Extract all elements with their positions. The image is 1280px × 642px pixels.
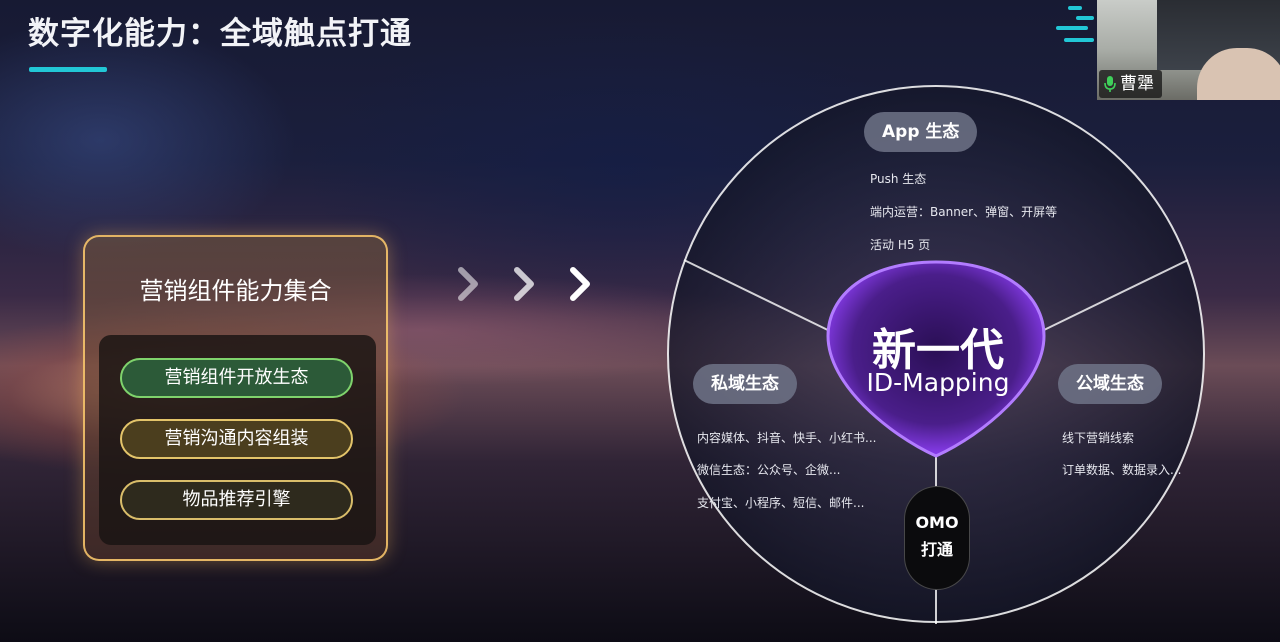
brand-stripes-icon — [1056, 6, 1094, 42]
private-line: 内容媒体、抖音、快手、小红书... — [697, 431, 877, 445]
omo-badge: OMO 打通 — [904, 486, 970, 590]
public-ecosystem-label: 公域生态 — [1058, 364, 1162, 404]
capability-list: 营销组件开放生态 营销沟通内容组装 物品推荐引擎 — [99, 335, 376, 545]
chevron-right-icon — [570, 267, 590, 301]
speaker-name-tag: 曹犟 — [1099, 70, 1162, 98]
chevron-right-icon — [458, 267, 478, 301]
private-line: 微信生态：公众号、企微... — [697, 463, 841, 477]
public-line: 线下营销线索 — [1062, 431, 1135, 445]
microphone-icon — [1104, 76, 1116, 92]
center-subtitle: ID-Mapping — [866, 368, 1010, 397]
private-ecosystem-label: 私域生态 — [693, 364, 797, 404]
capability-item: 物品推荐引擎 — [120, 480, 353, 520]
app-ecosystem-label: App 生态 — [864, 112, 978, 152]
speaker-silhouette — [1197, 48, 1280, 100]
app-line: Push 生态 — [870, 172, 927, 186]
speaker-name: 曹犟 — [1120, 74, 1154, 94]
public-line: 订单数据、数据录入... — [1062, 463, 1182, 477]
omo-label: OMO — [915, 513, 959, 532]
capability-item: 营销沟通内容组装 — [120, 419, 353, 459]
panel-title: 营销组件能力集合 — [139, 277, 332, 305]
title-underline — [29, 67, 107, 72]
capability-item: 营销组件开放生态 — [120, 358, 353, 398]
chevron-right-icon — [514, 267, 534, 301]
webcam-video[interactable]: 曹犟 — [1097, 0, 1280, 100]
slide-title: 数字化能力：全域触点打通 — [28, 16, 412, 52]
app-line: 端内运营：Banner、弹窗、开屏等 — [870, 205, 1058, 219]
omo-sublabel: 打通 — [920, 540, 953, 559]
ecosystem-circle — [667, 85, 1205, 624]
app-line: 活动 H5 页 — [870, 238, 931, 252]
capability-panel: 营销组件能力集合 营销组件开放生态 营销沟通内容组装 物品推荐引擎 — [83, 235, 388, 561]
center-title: 新一代 — [872, 325, 1004, 376]
private-line: 支付宝、小程序、短信、邮件... — [697, 496, 865, 510]
